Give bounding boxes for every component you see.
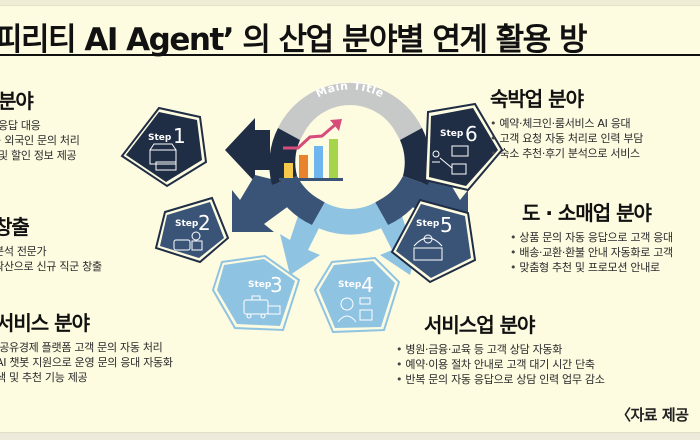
section-item: 색 및 추천 기능 제공 (0, 371, 88, 384)
section-service: 서비스업 분야 병원·금융·교육 등 고객 상담 자동화 예약·이용 절차 안내… (396, 312, 605, 387)
bar-chart-growth-icon (279, 119, 343, 181)
title-underline (0, 54, 700, 56)
section-item: 예약·이용 절차 안내로 고객 대기 시간 단축 (396, 357, 605, 372)
page-title: 피리티 AI Agent’ 의 산업 분야별 연계 활용 방 (0, 22, 588, 58)
svg-text:4: 4 (361, 273, 374, 297)
svg-text:6: 6 (465, 122, 478, 146)
step-4-pentagon[interactable]: Step 4 (313, 256, 401, 334)
svg-text:5: 5 (440, 213, 453, 237)
step-3-pentagon[interactable]: Step 3 (211, 254, 301, 332)
section-item: 분석 전문가 (0, 245, 47, 258)
svg-text:3: 3 (270, 273, 283, 297)
svg-text:1: 1 (173, 124, 186, 148)
section-item: 상품 문의 자동 응답으로 고객 응대 (510, 230, 673, 245)
section-retail: 도 · 소매업 분야 상품 문의 자동 응답으로 고객 응대 배송·교환·환불 … (510, 200, 673, 275)
storefront-icon (149, 143, 177, 171)
svg-text:Step: Step (416, 219, 440, 229)
section-heading: 창출 (0, 215, 30, 239)
step-1-pentagon[interactable]: Step 1 (120, 106, 208, 188)
source-credit: 〈자료 제공 (616, 406, 689, 424)
section-item: 고객 요청 자동 처리로 인력 부담 (490, 131, 643, 146)
center-circle (298, 105, 402, 209)
section-item: 확산으로 신규 직군 창출 (0, 260, 102, 273)
section-item: 숙소 추천·후기 분석으로 서비스 (490, 146, 643, 161)
section-heading: 숙박업 분야 (490, 87, 584, 111)
section-item: ·공유경제 플랫폼 고객 문의 자동 처리 (0, 341, 163, 354)
svg-text:Step: Step (175, 219, 199, 229)
section-item: 응답 대응 (0, 119, 41, 132)
payment-robot-icon (413, 234, 443, 261)
delivery-network-icon (432, 145, 469, 175)
svg-text:Step: Step (148, 133, 172, 143)
section-item: · 외국인 문의 처리 (0, 134, 80, 147)
bottom-border-strip (0, 432, 700, 440)
section-heading: 도 · 소매업 분야 (522, 201, 652, 225)
section-item: 병원·금융·교육 등 고객 상담 자동화 (396, 342, 605, 357)
section-top-left: 분야 응답 대응 · 외국인 문의 처리 및 할인 정보 제공 (0, 88, 80, 163)
step-5-pentagon[interactable]: Step 5 (390, 198, 477, 284)
section-item: AI 챗봇 지원으로 운영 문의 응대 자동화 (0, 356, 173, 369)
section-item: 및 할인 정보 제공 (0, 149, 77, 162)
section-item: 예약·체크인·룸서비스 AI 응대 (490, 116, 643, 131)
step-2-pentagon[interactable]: Step 2 (154, 196, 230, 264)
svg-text:2: 2 (198, 211, 211, 235)
section-heading: 분야 (0, 89, 34, 113)
svg-text:Step: Step (338, 280, 362, 290)
svg-text:Step: Step (440, 129, 464, 139)
section-item: 배송·교환·환불 안내 자동화로 고객 (510, 245, 673, 260)
section-mid-left: 창출 분석 전문가 확산으로 신규 직군 창출 (0, 214, 102, 274)
section-item: 맞춤형 추천 및 프로모션 안내로 (510, 260, 673, 275)
section-item: 반복 문의 자동 응답으로 상담 인력 업무 감소 (396, 372, 604, 387)
customer-support-icon (337, 297, 373, 323)
step-6-pentagon[interactable]: Step 6 (423, 102, 504, 192)
section-heading: 서비스 분야 (0, 311, 90, 335)
taxi-driver-icon (173, 231, 203, 251)
section-lodging: 숙박업 분야 예약·체크인·룸서비스 AI 응대 고객 요청 자동 처리로 인력… (490, 86, 643, 161)
vehicles-icon (243, 295, 281, 319)
section-bottom-left: 서비스 분야 ·공유경제 플랫폼 고객 문의 자동 처리 AI 챗봇 지원으로 … (0, 310, 173, 385)
section-heading: 서비스업 분야 (424, 313, 535, 337)
top-border-strip (0, 0, 700, 6)
svg-text:Step: Step (248, 280, 272, 290)
